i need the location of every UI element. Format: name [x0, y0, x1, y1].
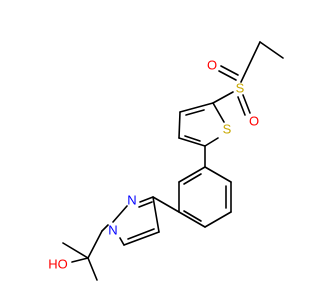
bond	[240, 41, 261, 83]
thiophene-sulfur-label: S	[223, 122, 232, 137]
bond	[204, 137, 219, 147]
bond	[139, 196, 154, 203]
bond	[87, 257, 98, 281]
bond	[183, 210, 202, 222]
pyrazole-n2-label: N	[127, 193, 136, 208]
atom-labels: S O O S N N HO	[48, 58, 259, 272]
bond	[138, 201, 153, 208]
sulfonyl-oxygen-bottom-label: O	[249, 114, 259, 129]
bond	[183, 173, 202, 185]
hydroxyl-label: HO	[48, 257, 68, 272]
bond	[127, 228, 155, 240]
bond	[87, 230, 103, 259]
bond	[220, 65, 239, 76]
bond	[185, 109, 205, 116]
bond	[62, 242, 89, 259]
bond	[178, 137, 206, 147]
bond	[71, 257, 89, 263]
bonds	[62, 41, 284, 281]
bond	[259, 41, 284, 59]
bond	[242, 94, 251, 114]
bond	[184, 135, 201, 142]
sulfonyl-oxygen-top-label: O	[207, 58, 217, 73]
bond	[152, 196, 180, 213]
bond	[152, 196, 160, 233]
bond	[123, 231, 160, 246]
molecule-canvas: S O O S N N HO	[48, 41, 284, 281]
bond	[204, 166, 232, 183]
bond	[112, 205, 128, 223]
bond	[212, 102, 225, 123]
bond	[204, 211, 232, 228]
bond	[212, 91, 234, 104]
sulfonyl-sulfur-label: S	[236, 81, 245, 96]
bond	[218, 70, 237, 81]
bond	[178, 111, 181, 139]
molecule-structure: S O O S N N HO	[48, 41, 284, 281]
pyrazole-n1-label: N	[108, 223, 117, 238]
bond	[178, 166, 206, 183]
bond	[178, 211, 206, 228]
bond	[119, 237, 125, 246]
bond	[237, 96, 246, 116]
bond	[101, 224, 109, 232]
bond	[179, 102, 214, 113]
